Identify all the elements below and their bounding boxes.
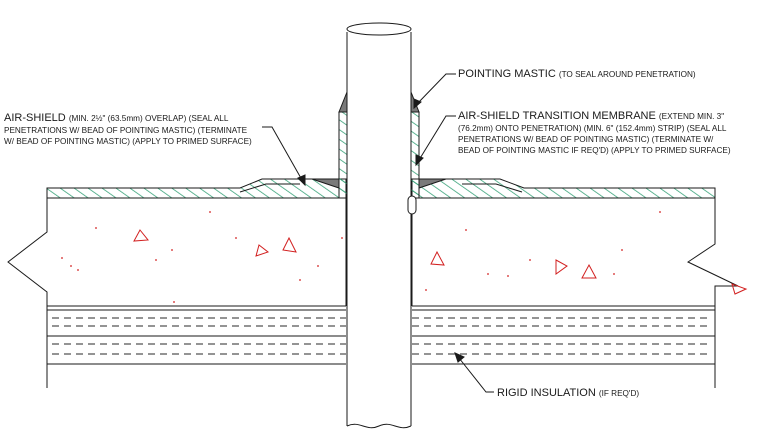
membrane-overlap-right	[462, 183, 523, 193]
air-shield-line3: W/ BEAD OF POINTING MASTIC) (APPLY TO PR…	[4, 137, 252, 146]
leader-pointing-mastic	[413, 73, 456, 110]
leader-transition-membrane	[415, 115, 456, 167]
concrete-specks	[61, 211, 661, 303]
transition-membrane-left	[338, 111, 348, 199]
transition-membrane-line3: PENETRATIONS W/ BEAD OF POINTING MASTIC)…	[458, 135, 714, 144]
transition-membrane-note: (EXTEND MIN. 3"	[659, 112, 724, 121]
pointing-mastic-note: (TO SEAL AROUND PENETRATION)	[559, 70, 696, 79]
pointing-mastic-title: POINTING MASTIC	[458, 68, 556, 80]
pointing-mastic-base-left	[311, 178, 340, 189]
pointing-mastic-top-left	[338, 91, 348, 113]
note-transition-membrane: AIR-SHIELD TRANSITION MEMBRANE (EXTEND M…	[458, 110, 731, 155]
svg-text:RIGID INSULATION (IF REQ'D): RIGID INSULATION (IF REQ'D)	[497, 387, 639, 399]
transition-membrane-line4: BEAD OF POINTING MASTIC IF REQ'D) (APPLY…	[458, 146, 731, 155]
concrete-aggregate	[133, 229, 748, 295]
rigid-insulation-layer	[46, 306, 716, 388]
pipe-penetration	[346, 22, 412, 429]
backer-rod	[407, 195, 417, 215]
air-shield-line2: PENETRATIONS W/ BEAD OF POINTING MASTIC)…	[4, 126, 248, 135]
membrane-overlap-left	[239, 183, 300, 193]
svg-text:POINTING MASTIC (TO SEAL AROUN: POINTING MASTIC (TO SEAL AROUND PENETRAT…	[458, 68, 696, 80]
slab-right-outline	[412, 197, 739, 307]
transition-membrane-line2: (76.2mm) ONTO PENETRATION) (MIN. 6" (152…	[458, 124, 727, 133]
svg-text:AIR-SHIELD TRANSITION MEMBRANE: AIR-SHIELD TRANSITION MEMBRANE (EXTEND M…	[458, 110, 724, 122]
transition-membrane-title: AIR-SHIELD TRANSITION MEMBRANE	[458, 110, 656, 122]
air-shield-membrane-right	[411, 178, 716, 199]
leader-air-shield	[262, 126, 306, 187]
leader-rigid-insulation	[454, 352, 494, 393]
pointing-mastic-base-right	[418, 178, 447, 189]
note-pointing-mastic: POINTING MASTIC (TO SEAL AROUND PENETRAT…	[458, 68, 696, 80]
air-shield-note: (MIN. 2½" (63.5mm) OVERLAP) (SEAL ALL	[69, 114, 229, 123]
rigid-insulation-note: (IF REQ'D)	[599, 389, 639, 398]
svg-text:AIR-SHIELD (MIN. 2½" (63.5mm): AIR-SHIELD (MIN. 2½" (63.5mm) OVERLAP) (…	[4, 112, 229, 124]
note-air-shield: AIR-SHIELD (MIN. 2½" (63.5mm) OVERLAP) (…	[4, 112, 252, 146]
air-shield-title: AIR-SHIELD	[4, 112, 66, 124]
rigid-insulation-title: RIGID INSULATION	[497, 387, 596, 399]
note-rigid-insulation: RIGID INSULATION (IF REQ'D)	[497, 387, 639, 399]
transition-membrane-right	[410, 111, 420, 199]
